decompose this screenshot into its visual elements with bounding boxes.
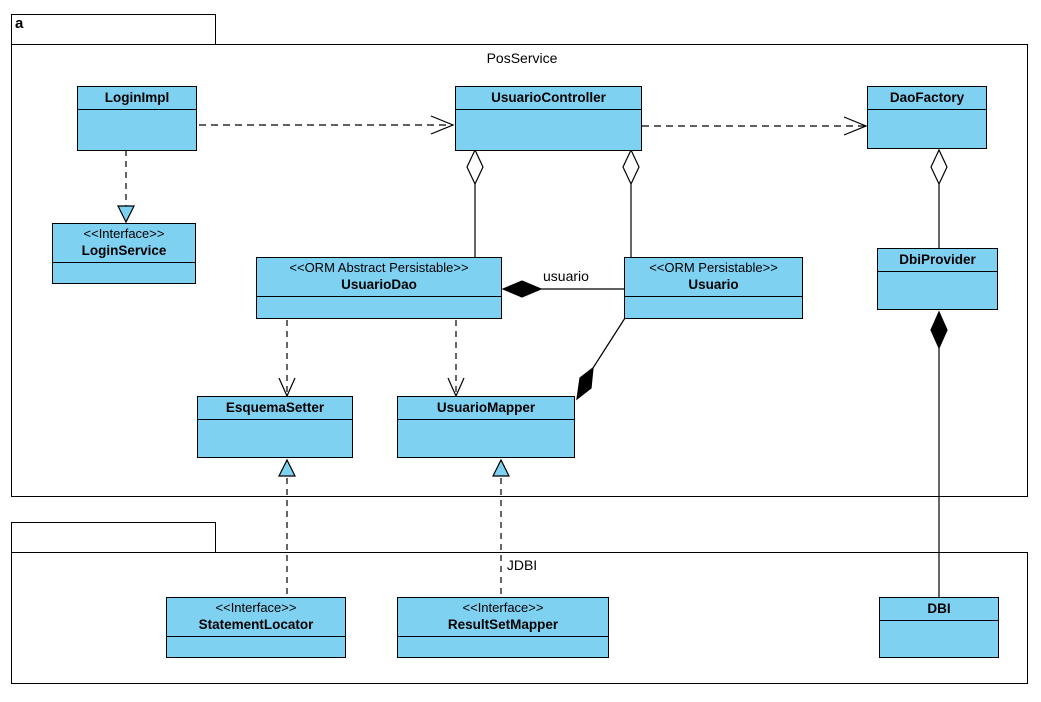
realization-triangle xyxy=(492,458,510,477)
class-attributes xyxy=(880,621,998,657)
class-attributes xyxy=(398,420,574,457)
class-loginimpl[interactable]: LoginImpl xyxy=(77,86,197,151)
class-name: DaoFactory xyxy=(889,90,965,105)
class-esquemasetter[interactable]: EsquemaSetter xyxy=(197,396,353,458)
class-loginservice[interactable]: <<Interface>> LoginService xyxy=(52,223,196,284)
composition-diamond xyxy=(930,310,948,350)
class-dbiprovider[interactable]: DbiProvider xyxy=(877,248,998,310)
class-name: EsquemaSetter xyxy=(225,400,325,415)
realization-triangle xyxy=(117,205,135,224)
package-tab-jdbi xyxy=(11,522,216,553)
class-daofactory[interactable]: DaoFactory xyxy=(867,86,987,149)
class-stereotype: <<Interface>> xyxy=(215,600,297,615)
arrowhead-open xyxy=(430,115,455,135)
class-usuariocontroller[interactable]: UsuarioController xyxy=(455,86,642,151)
class-attributes xyxy=(257,297,501,318)
class-attributes xyxy=(456,110,641,150)
class-resultsetmapper[interactable]: <<Interface>> ResultSetMapper xyxy=(397,597,609,658)
class-usuariodao[interactable]: <<ORM Abstract Persistable>> UsuarioDao xyxy=(256,257,502,319)
class-statementlocator[interactable]: <<Interface>> StatementLocator xyxy=(166,597,346,658)
class-stereotype: <<Interface>> xyxy=(462,600,544,615)
package-name-jdbi: JDBI xyxy=(506,557,538,573)
class-stereotype: <<ORM Persistable>> xyxy=(649,260,778,275)
class-name: UsuarioMapper xyxy=(436,400,536,415)
class-attributes xyxy=(878,272,997,309)
class-name: LoginImpl xyxy=(104,90,170,105)
class-dbi[interactable]: DBI xyxy=(879,597,999,658)
class-attributes xyxy=(78,110,196,150)
class-attributes xyxy=(625,297,802,318)
class-stereotype: <<Interface>> xyxy=(83,226,165,241)
class-attributes xyxy=(398,637,608,657)
class-usuariomapper[interactable]: UsuarioMapper xyxy=(397,396,575,458)
realization-triangle xyxy=(278,458,296,477)
arrowhead-open xyxy=(843,116,868,136)
class-usuario[interactable]: <<ORM Persistable>> Usuario xyxy=(624,257,803,319)
class-name: ResultSetMapper xyxy=(447,617,559,632)
class-name: DBI xyxy=(927,601,951,616)
composition-usuario-usuariomapper xyxy=(592,317,626,369)
class-name: UsuarioController xyxy=(491,90,606,105)
class-attributes xyxy=(198,420,352,457)
class-stereotype: <<ORM Abstract Persistable>> xyxy=(289,260,469,275)
class-name: StatementLocator xyxy=(198,617,314,632)
class-name: UsuarioDao xyxy=(341,277,417,292)
aggregation-diamond xyxy=(930,148,948,186)
composition-diamond xyxy=(501,280,543,298)
association-role-usuario: usuario xyxy=(543,268,589,284)
class-name: DbiProvider xyxy=(899,252,976,267)
class-name: LoginService xyxy=(81,243,167,258)
class-name: Usuario xyxy=(688,277,739,292)
package-tab-posservice: a xyxy=(11,14,216,45)
class-attributes xyxy=(53,263,195,283)
package-tab-label: a xyxy=(15,15,24,32)
aggregation-diamond xyxy=(466,148,484,186)
aggregation-diamond xyxy=(622,148,640,186)
class-attributes xyxy=(868,110,986,148)
class-attributes xyxy=(167,637,345,657)
package-name-posservice: PosService xyxy=(486,50,558,66)
composition-diamond xyxy=(576,366,594,401)
